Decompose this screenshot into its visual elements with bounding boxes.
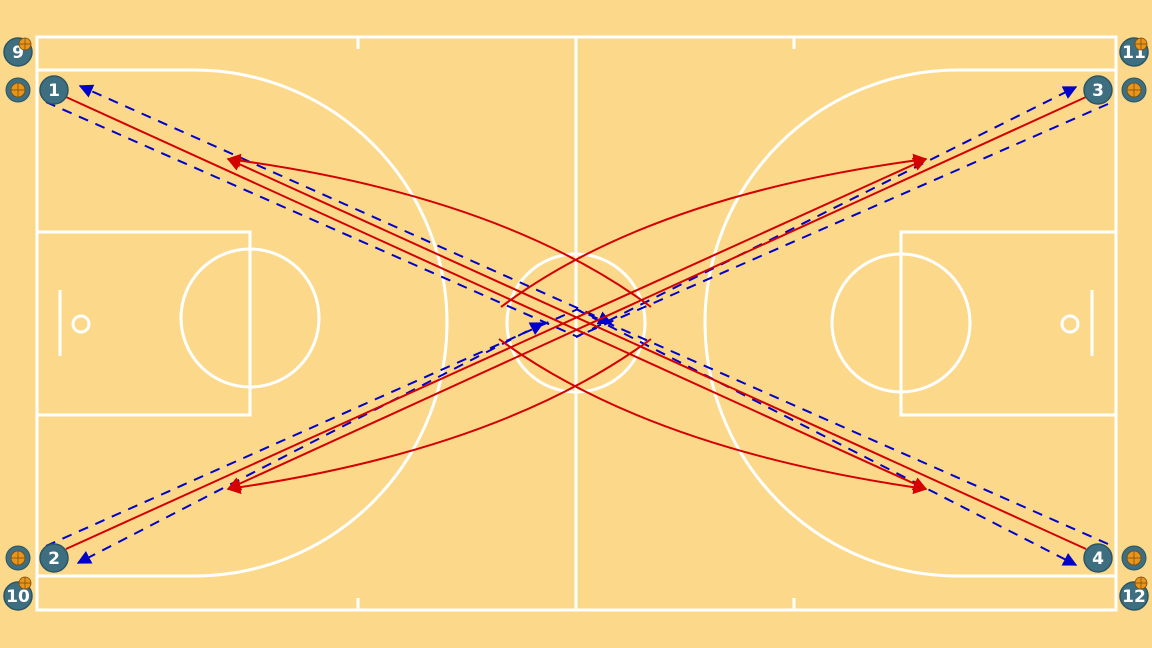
player-marker: 3	[1083, 75, 1113, 105]
player-label: 12	[1122, 587, 1146, 607]
run-line	[226, 157, 1087, 550]
right-hoop	[1060, 314, 1080, 334]
player-marker: 4	[1083, 543, 1113, 573]
run-line	[65, 157, 928, 550]
run-line	[65, 96, 928, 491]
pass-line	[575, 308, 1109, 545]
run-line	[498, 338, 928, 495]
player-label: 4	[1092, 549, 1104, 569]
basketball-icon	[5, 545, 31, 571]
ball-seam	[11, 83, 25, 97]
pass-line	[76, 322, 545, 564]
basketball-icon	[18, 576, 32, 590]
run-line	[226, 153, 652, 308]
ball-seam	[1135, 38, 1147, 50]
pass-lines	[45, 84, 1109, 566]
basketball-icon	[1134, 37, 1148, 51]
pass-line	[45, 308, 579, 547]
ball-seam	[11, 551, 25, 565]
player-label: 10	[6, 587, 30, 607]
right-free-throw-circle	[830, 252, 972, 394]
basketball-icon	[18, 37, 32, 51]
right-three-point-line	[703, 68, 1116, 578]
right-key	[899, 230, 1118, 417]
basketball-icon	[1121, 77, 1147, 103]
run-lines	[65, 96, 1087, 550]
pass-line	[575, 86, 1078, 338]
run-line	[226, 338, 652, 495]
player-circle	[39, 75, 69, 105]
player-label: 9	[12, 43, 24, 63]
player-marker: 2	[39, 543, 69, 573]
basketball-icon	[5, 77, 31, 103]
ball-seam	[1127, 83, 1141, 97]
ball-seam	[19, 577, 31, 589]
ball-seam	[19, 38, 31, 50]
player-marker: 1	[39, 75, 69, 105]
pass-line	[45, 101, 579, 338]
run-line	[500, 153, 928, 308]
run-line	[226, 96, 1087, 491]
player-circle	[1083, 75, 1113, 105]
pass-line	[78, 84, 613, 325]
ball-seam	[1127, 551, 1141, 565]
pass-line	[575, 308, 1078, 566]
basketball-icon	[1134, 576, 1148, 590]
pass-line	[575, 103, 1109, 338]
player-label: 2	[48, 549, 60, 569]
player-circle	[39, 543, 69, 573]
player-label: 1	[48, 81, 60, 101]
player-label: 3	[1092, 81, 1104, 101]
basketball-icon	[1121, 545, 1147, 571]
ball-seam	[1135, 577, 1147, 589]
player-circle	[1083, 543, 1113, 573]
